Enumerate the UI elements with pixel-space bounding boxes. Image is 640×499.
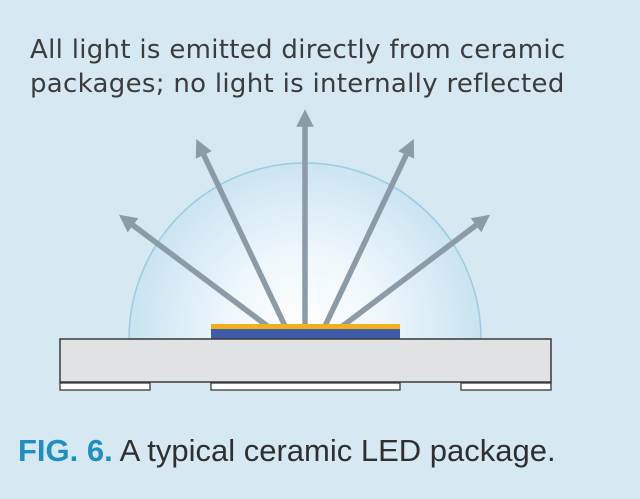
- phosphor-layer: [211, 324, 400, 329]
- light-ray-arrow: [118, 214, 272, 331]
- figure-caption: FIG. 6. A typical ceramic LED package.: [18, 432, 556, 470]
- solder-pad-right: [460, 382, 552, 391]
- diagram-description: All light is emitted directly from ceram…: [30, 33, 630, 101]
- solder-pad-left: [59, 382, 151, 391]
- solder-pad-center: [210, 382, 401, 391]
- description-line-1: All light is emitted directly from ceram…: [30, 35, 566, 65]
- light-ray-arrow: [338, 214, 491, 331]
- light-ray-arrow: [322, 139, 415, 328]
- light-rays: [118, 109, 491, 331]
- figure-caption-text: A typical ceramic LED package.: [112, 433, 556, 468]
- description-line-2: packages; no light is internally reflect…: [30, 69, 565, 99]
- light-ray-arrow: [195, 139, 288, 328]
- ceramic-substrate: [59, 338, 552, 383]
- led-die: [211, 329, 400, 339]
- figure-label: FIG. 6.: [18, 433, 113, 468]
